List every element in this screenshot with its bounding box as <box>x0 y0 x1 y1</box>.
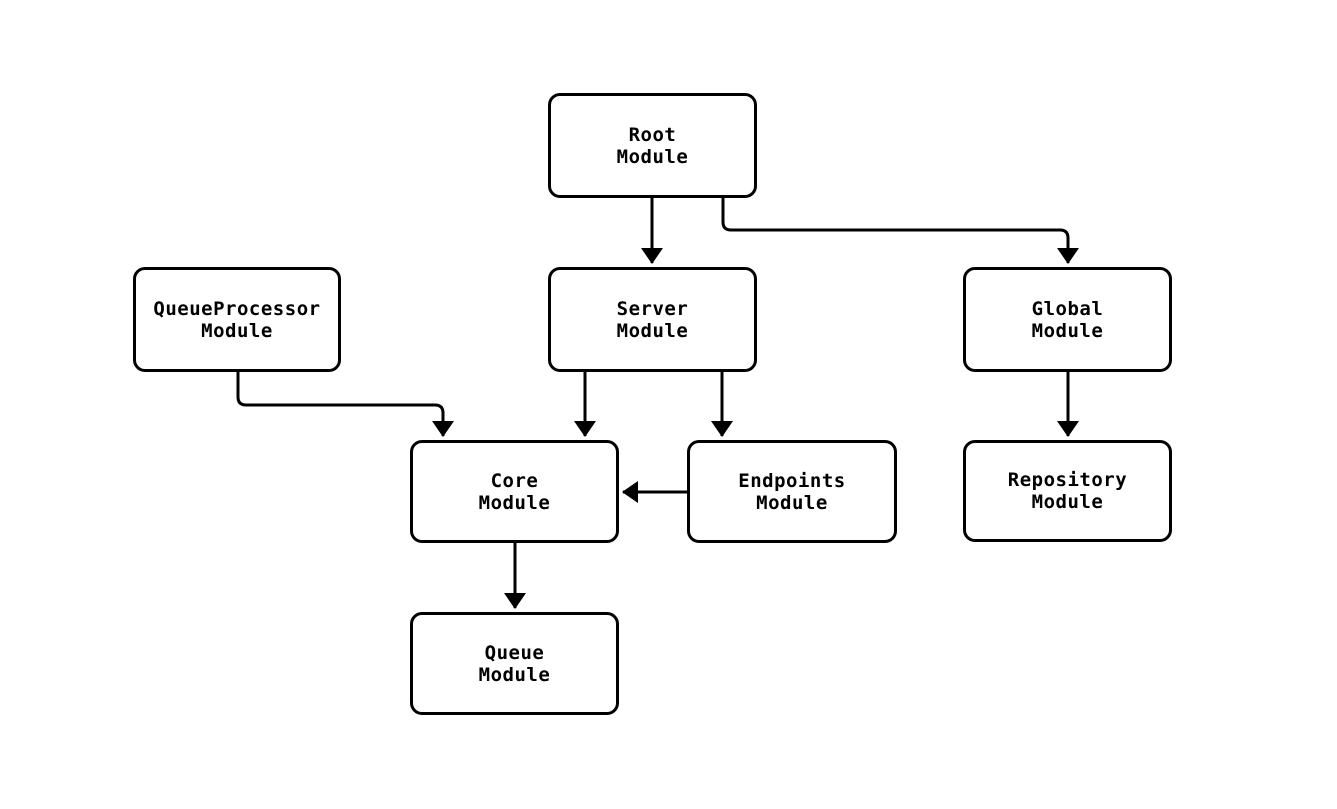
node-queue-module: Queue Module <box>410 612 619 715</box>
node-queueprocessor-module: QueueProcessor Module <box>133 267 341 372</box>
node-endpoints-module: Endpoints Module <box>687 440 897 543</box>
node-root-module: Root Module <box>548 93 757 198</box>
edge-queueprocessor-core <box>236 372 454 437</box>
node-global-module: Global Module <box>963 267 1172 372</box>
edge-root-global <box>721 198 1079 264</box>
node-repository-module: Repository Module <box>963 440 1172 542</box>
node-server-module: Server Module <box>548 267 757 372</box>
node-core-module: Core Module <box>410 440 619 543</box>
